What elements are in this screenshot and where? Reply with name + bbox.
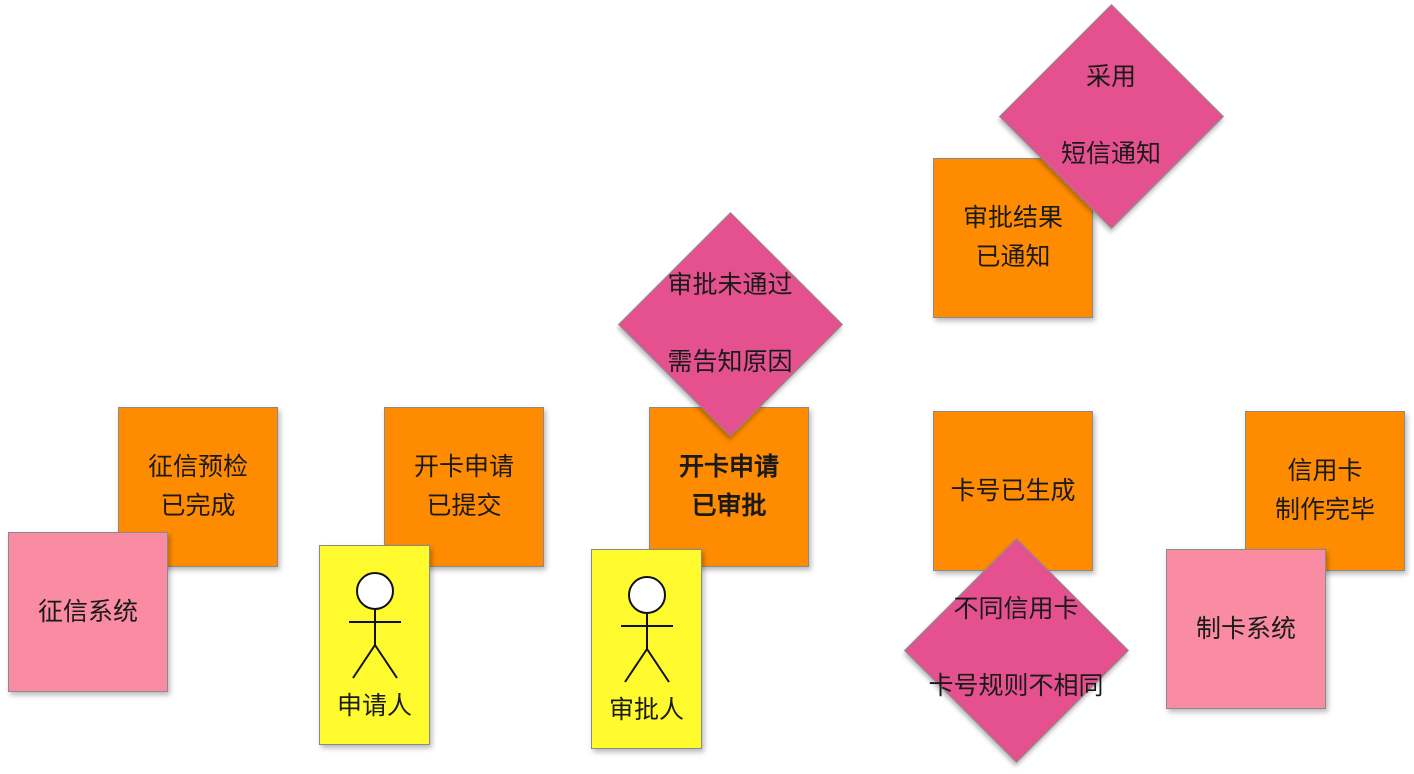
policy-card-number-rule: 不同信用卡 卡号规则不相同 bbox=[896, 594, 1136, 701]
event-line: 审批结果 bbox=[962, 203, 1063, 233]
actor-applicant: 申请人 bbox=[319, 545, 430, 745]
person-icon bbox=[348, 572, 401, 679]
person-icon bbox=[620, 576, 673, 683]
policy-sms-notification: 采用 短信通知 bbox=[991, 62, 1231, 169]
policy-line: 短信通知 bbox=[1060, 139, 1161, 169]
event-line: 开卡申请 bbox=[413, 452, 514, 482]
system-credit-bureau: 征信系统 bbox=[8, 532, 168, 692]
event-line: 已完成 bbox=[160, 491, 236, 520]
policy-line: 审批未通过 bbox=[667, 269, 793, 299]
policy-line: 采用 bbox=[1085, 61, 1136, 91]
policy-line: 不同信用卡 bbox=[953, 593, 1079, 623]
event-credit-card-produced: 信用卡 制作完毕 bbox=[1245, 411, 1405, 571]
event-card-application-submitted: 开卡申请 已提交 bbox=[384, 407, 544, 567]
actor-label: 审批人 bbox=[608, 695, 684, 725]
event-line: 开卡申请 bbox=[678, 452, 779, 482]
system-label: 征信系统 bbox=[37, 596, 138, 626]
event-line: 已提交 bbox=[426, 491, 502, 520]
policy-line: 需告知原因 bbox=[667, 347, 793, 377]
policy-line: 卡号规则不相同 bbox=[928, 671, 1104, 701]
event-line: 制作完毕 bbox=[1274, 495, 1375, 524]
event-line: 卡号已生成 bbox=[950, 475, 1076, 505]
system-card-production: 制卡系统 bbox=[1166, 549, 1326, 709]
actor-approver: 审批人 bbox=[591, 549, 702, 749]
event-line: 征信预检 bbox=[147, 452, 248, 482]
system-label: 制卡系统 bbox=[1195, 613, 1296, 643]
event-line: 已审批 bbox=[691, 491, 767, 520]
event-line: 信用卡 bbox=[1287, 456, 1363, 486]
actor-label: 申请人 bbox=[336, 691, 412, 721]
event-line: 已通知 bbox=[975, 242, 1051, 271]
policy-rejection-reason: 审批未通过 需告知原因 bbox=[610, 270, 850, 377]
